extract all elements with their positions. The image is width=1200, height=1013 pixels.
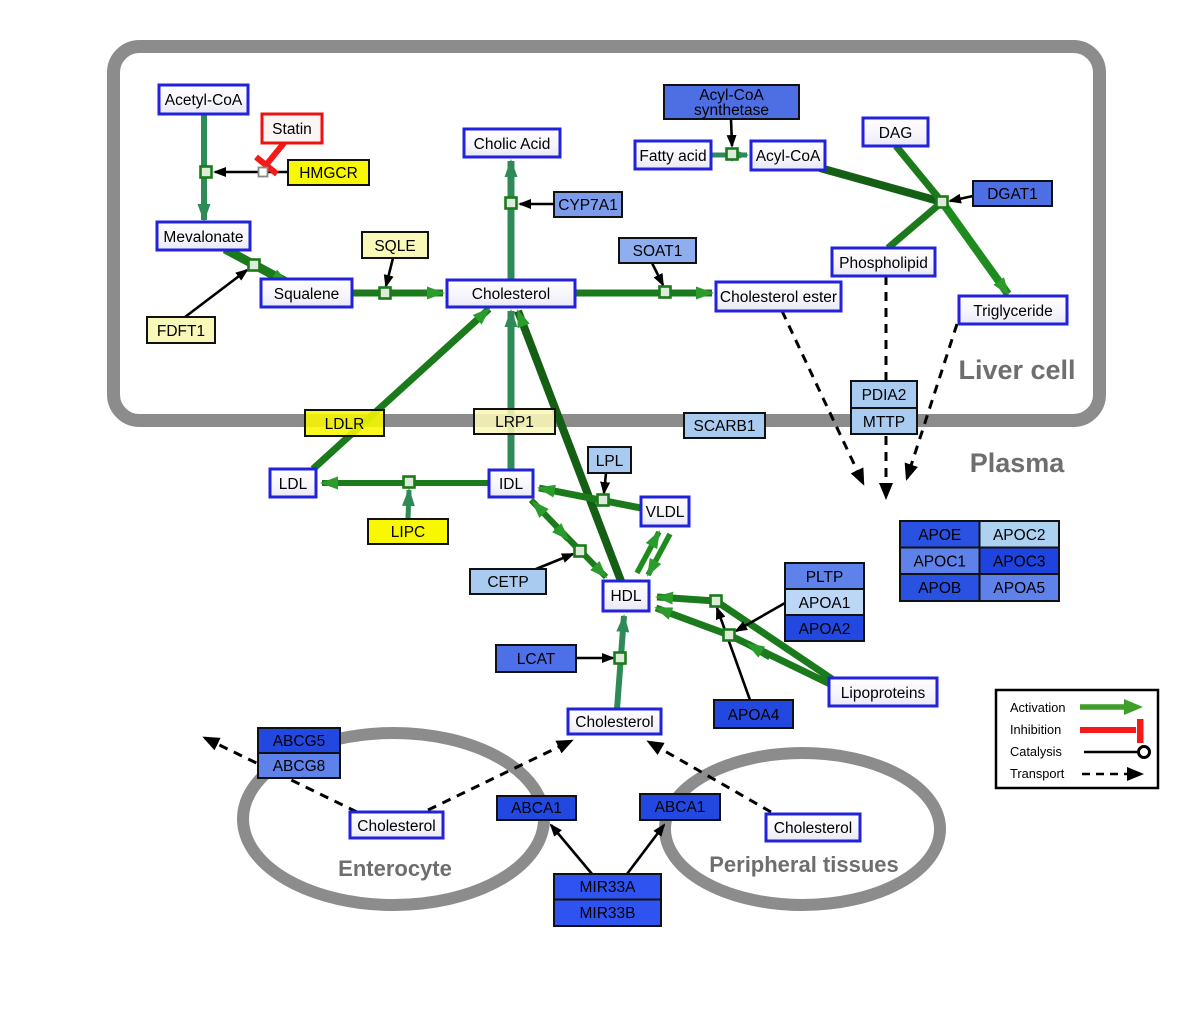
svg-text:SCARB1: SCARB1 (693, 418, 755, 435)
svg-text:Cholesterol: Cholesterol (575, 714, 653, 731)
svg-text:ABCA1: ABCA1 (655, 799, 706, 816)
svg-text:Phospholipid: Phospholipid (839, 255, 928, 272)
svg-text:ABCG5: ABCG5 (273, 733, 326, 750)
svg-text:Cholesterol: Cholesterol (472, 286, 550, 303)
svg-text:Fatty acid: Fatty acid (639, 148, 706, 165)
svg-text:LCAT: LCAT (517, 651, 556, 668)
svg-text:APOC2: APOC2 (993, 527, 1046, 544)
svg-text:SOAT1: SOAT1 (633, 243, 683, 260)
svg-text:HDL: HDL (610, 588, 641, 605)
svg-text:LDLR: LDLR (325, 416, 365, 433)
svg-text:Cholesterol ester: Cholesterol ester (720, 289, 837, 306)
svg-text:Liver cell: Liver cell (958, 355, 1075, 385)
svg-text:FDFT1: FDFT1 (157, 323, 205, 340)
svg-text:SQLE: SQLE (374, 238, 415, 255)
svg-text:Cholesterol: Cholesterol (774, 820, 852, 837)
svg-text:LIPC: LIPC (391, 524, 425, 541)
svg-text:APOA5: APOA5 (993, 580, 1045, 597)
svg-text:Acyl-CoA: Acyl-CoA (756, 148, 821, 165)
svg-text:CYP7A1: CYP7A1 (558, 197, 617, 214)
svg-text:Cholesterol: Cholesterol (357, 818, 435, 835)
svg-text:DAG: DAG (879, 125, 913, 142)
svg-text:APOA2: APOA2 (799, 621, 851, 638)
svg-text:PLTP: PLTP (806, 569, 844, 586)
svg-text:Acetyl-CoA: Acetyl-CoA (165, 92, 243, 109)
svg-text:APOA1: APOA1 (799, 595, 851, 612)
svg-text:Cholic Acid: Cholic Acid (474, 136, 551, 153)
svg-text:Enterocyte: Enterocyte (338, 856, 452, 881)
svg-text:Inhibition: Inhibition (1010, 722, 1061, 737)
svg-text:PDIA2: PDIA2 (862, 387, 907, 404)
svg-text:APOB: APOB (918, 580, 961, 597)
svg-text:LDL: LDL (279, 476, 308, 493)
svg-text:Plasma: Plasma (970, 448, 1066, 478)
svg-text:Transport: Transport (1010, 766, 1065, 781)
svg-text:VLDL: VLDL (646, 504, 685, 521)
svg-text:synthetase: synthetase (694, 102, 769, 119)
svg-text:Activation: Activation (1010, 700, 1065, 715)
svg-text:Triglyceride: Triglyceride (973, 303, 1053, 320)
svg-text:MIR33A: MIR33A (580, 879, 637, 896)
svg-text:Peripheral tissues: Peripheral tissues (709, 852, 899, 877)
svg-text:APOE: APOE (918, 527, 961, 544)
svg-text:LPL: LPL (596, 453, 624, 470)
svg-text:ABCA1: ABCA1 (511, 800, 562, 817)
svg-text:HMGCR: HMGCR (299, 165, 358, 182)
svg-text:APOC3: APOC3 (993, 554, 1046, 571)
svg-text:DGAT1: DGAT1 (987, 186, 1038, 203)
svg-text:ABCG8: ABCG8 (273, 758, 326, 775)
svg-text:MIR33B: MIR33B (580, 905, 636, 922)
svg-text:MTTP: MTTP (863, 414, 905, 431)
svg-text:APOC1: APOC1 (913, 554, 966, 571)
svg-text:APOA4: APOA4 (728, 707, 780, 724)
svg-text:Mevalonate: Mevalonate (163, 229, 243, 246)
svg-text:IDL: IDL (499, 476, 524, 493)
svg-text:CETP: CETP (487, 574, 528, 591)
svg-text:Lipoproteins: Lipoproteins (841, 685, 926, 702)
svg-text:Squalene: Squalene (274, 286, 340, 303)
svg-text:Catalysis: Catalysis (1010, 744, 1062, 759)
svg-text:LRP1: LRP1 (495, 414, 534, 431)
svg-text:Acyl-CoA: Acyl-CoA (699, 87, 764, 104)
svg-text:Statin: Statin (272, 121, 312, 138)
